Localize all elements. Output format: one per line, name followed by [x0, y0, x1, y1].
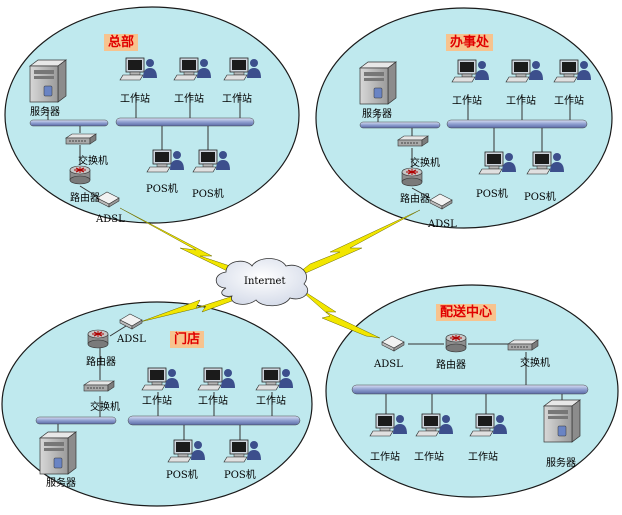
office-router-icon [401, 167, 423, 187]
dc-switch-label: 交换机 [520, 358, 550, 369]
store-server-label: 服务器 [46, 478, 76, 489]
office-bus-server [359, 121, 441, 129]
hq-bus-server [29, 119, 109, 127]
hq-network [29, 57, 262, 208]
wan-link-office [289, 209, 421, 281]
store-workstation-1-label: 工作站 [142, 396, 172, 407]
dc-network [351, 333, 589, 443]
office-network [359, 59, 592, 210]
dc-server-icon [543, 399, 581, 443]
hq-bus-main [115, 117, 255, 127]
store-bus-server [35, 416, 117, 425]
hq-router-label: 路由器 [70, 193, 100, 204]
hq-workstation-2-label: 工作站 [174, 94, 204, 105]
store-switch-label: 交换机 [90, 402, 120, 413]
store-workstation-3-label: 工作站 [256, 396, 286, 407]
store-pos-1-label: POS机 [166, 470, 198, 481]
dc-workstation-3-label: 工作站 [468, 452, 498, 463]
hq-server-icon [29, 59, 67, 103]
wan-link-dc [295, 285, 381, 339]
store-switch-icon [83, 380, 115, 392]
office-switch-label: 交换机 [410, 158, 440, 169]
office-pos-2-label: POS机 [524, 192, 556, 203]
office-bus-main [446, 119, 588, 129]
dc-workstation-2-label: 工作站 [414, 452, 444, 463]
hq-workstation-1-label: 工作站 [120, 94, 150, 105]
office-server-icon [359, 61, 397, 105]
hq-switch-label: 交换机 [78, 156, 108, 167]
dc-switch-icon [507, 339, 539, 351]
hq-switch-icon [65, 133, 97, 145]
hq-workstation-3-label: 工作站 [222, 94, 252, 105]
hq-router-icon [69, 165, 91, 185]
internet-cloud [215, 258, 309, 307]
dc-workstation-1-label: 工作站 [370, 452, 400, 463]
dc-router-label: 路由器 [436, 360, 466, 371]
office-pos-1-label: POS机 [476, 189, 508, 200]
dc-adsl-label: ADSL [374, 359, 403, 370]
store-workstation-2-label: 工作站 [198, 396, 228, 407]
hq-title: 总部 [104, 34, 139, 51]
store-bus-main [127, 415, 301, 426]
office-workstation-1-label: 工作站 [452, 96, 482, 107]
hq-server-label: 服务器 [30, 107, 60, 118]
dc-server-label: 服务器 [546, 458, 576, 469]
store-router-icon [87, 329, 109, 349]
store-title: 门店 [170, 331, 205, 348]
dc-bus-main [351, 384, 589, 395]
dc-router-icon [445, 333, 467, 353]
hq-pos-2-label: POS机 [192, 189, 224, 200]
office-switch-icon [397, 135, 429, 147]
store-pos-2-label: POS机 [224, 470, 256, 481]
office-workstation-3-label: 工作站 [554, 96, 584, 107]
store-server-icon [39, 431, 77, 475]
store-adsl-label: ADSL [117, 334, 146, 345]
office-server-label: 服务器 [362, 109, 392, 120]
store-network [35, 313, 301, 475]
office-title: 办事处 [446, 34, 494, 51]
office-router-label: 路由器 [400, 194, 430, 205]
office-adsl-label: ADSL [428, 219, 457, 230]
hq-adsl-label: ADSL [96, 214, 125, 225]
office-workstation-2-label: 工作站 [506, 96, 536, 107]
dc-title: 配送中心 [436, 304, 497, 321]
store-router-label: 路由器 [86, 357, 116, 368]
internet-label: Internet [244, 276, 286, 287]
hq-pos-1-label: POS机 [146, 184, 178, 195]
